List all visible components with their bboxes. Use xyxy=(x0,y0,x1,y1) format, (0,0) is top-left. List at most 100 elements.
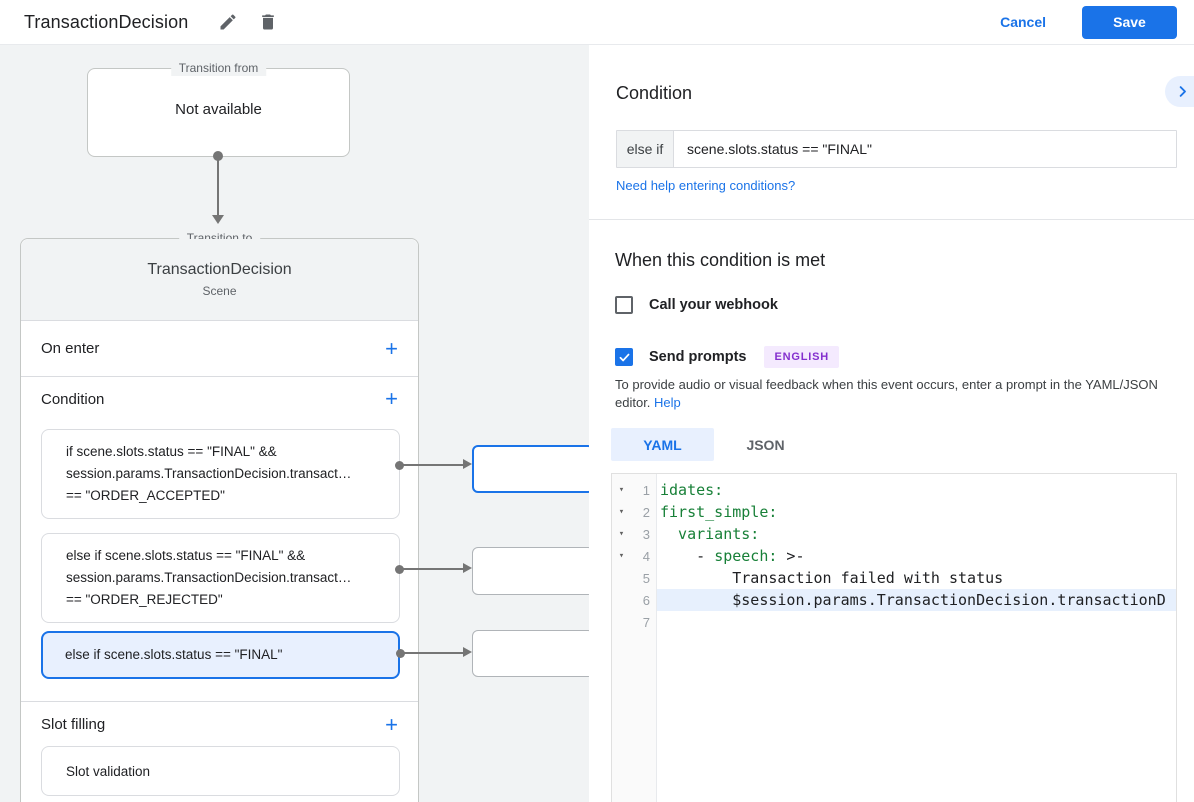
code-text[interactable]: first_simple: xyxy=(657,501,1176,523)
checkmark-icon xyxy=(619,353,629,361)
save-button[interactable]: Save xyxy=(1082,5,1177,39)
condition-card-1[interactable]: if scene.slots.status == "FINAL" && sess… xyxy=(41,429,400,519)
tab-yaml[interactable]: YAML xyxy=(611,428,714,461)
code-text[interactable]: variants: xyxy=(657,523,1176,545)
yaml-text: >- xyxy=(777,547,805,565)
connector-dot xyxy=(395,565,404,574)
code-line-7[interactable]: 7 xyxy=(612,611,1176,633)
on-enter-label: On enter xyxy=(41,340,100,357)
connector-line xyxy=(400,652,466,654)
condition-text-line: if scene.slots.status == "FINAL" && xyxy=(66,444,277,459)
arrow-down-icon xyxy=(212,215,224,224)
add-on-enter-button[interactable]: + xyxy=(385,335,398,361)
transition-from-value: Not available xyxy=(175,101,262,118)
transition-target-box-2[interactable] xyxy=(472,547,589,595)
condition-section-label: Condition xyxy=(41,390,105,408)
condition-input[interactable]: scene.slots.status == "FINAL" xyxy=(687,141,873,157)
condition-text-line: else if scene.slots.status == "FINAL" && xyxy=(66,548,306,563)
cancel-button[interactable]: Cancel xyxy=(1000,14,1046,30)
transition-from-box[interactable]: Transition from Not available xyxy=(87,61,350,157)
call-webhook-checkbox[interactable] xyxy=(615,296,633,314)
code-text[interactable]: $session.params.TransactionDecision.tran… xyxy=(657,589,1176,611)
add-slot-filling-button[interactable]: + xyxy=(385,711,398,737)
add-condition-button[interactable]: + xyxy=(385,386,398,411)
yaml-key: idates: xyxy=(660,481,724,499)
code-text[interactable]: Transaction failed with status xyxy=(657,567,1176,589)
chevron-right-icon xyxy=(1179,86,1186,97)
code-text[interactable]: - speech: >- xyxy=(657,545,1176,567)
code-line-6[interactable]: 6 $session.params.TransactionDecision.tr… xyxy=(612,589,1176,611)
yaml-text: Transaction failed with status xyxy=(660,569,1004,587)
transition-target-box-1[interactable] xyxy=(472,445,589,493)
condition-met-heading: When this condition is met xyxy=(615,250,826,270)
connector-dot xyxy=(396,649,405,658)
condition-card-3-selected[interactable]: else if scene.slots.status == "FINAL" xyxy=(41,631,400,679)
code-text[interactable] xyxy=(657,611,1176,633)
condition-help-link[interactable]: Need help entering conditions? xyxy=(616,178,796,193)
transition-target-box-3[interactable] xyxy=(472,630,589,677)
trash-icon xyxy=(262,14,275,30)
connector-line xyxy=(217,158,219,215)
editor-tabs: YAML JSON xyxy=(611,428,817,461)
fold-arrow-icon[interactable]: ▾ xyxy=(618,485,625,495)
panel-heading: Condition xyxy=(616,83,693,103)
send-prompts-row: Send prompts ENGLISH xyxy=(615,346,839,368)
tab-json[interactable]: JSON xyxy=(746,436,785,453)
arrow-right-icon xyxy=(463,563,472,573)
send-prompts-label: Send prompts xyxy=(649,349,747,365)
code-text[interactable]: idates: xyxy=(657,479,1176,501)
webhook-row: Call your webhook xyxy=(615,296,778,314)
scene-flow-canvas: Transition from Not available Transition… xyxy=(0,45,589,802)
transition-to-card: Transition to TransactionDecision Scene … xyxy=(20,231,419,802)
line-number: 2 xyxy=(642,504,650,520)
slot-validation-card[interactable]: Slot validation xyxy=(41,746,400,796)
prompt-description-text: To provide audio or visual feedback when… xyxy=(615,377,1158,410)
yaml-text: $session.params.TransactionDecision.tran… xyxy=(660,591,1166,609)
delete-scene-button[interactable] xyxy=(256,10,280,34)
condition-text-line: == "ORDER_REJECTED" xyxy=(66,592,223,607)
yaml-text: - xyxy=(660,547,715,565)
scene-header[interactable]: TransactionDecision Scene xyxy=(21,239,418,321)
yaml-key: first_simple: xyxy=(660,503,778,521)
fold-arrow-icon[interactable]: ▾ xyxy=(618,507,625,517)
condition-prefix-label: else if xyxy=(617,131,674,167)
line-number: 3 xyxy=(642,526,650,542)
yaml-key: speech: xyxy=(714,547,778,565)
code-line-4[interactable]: ▾ 4 - speech: >- xyxy=(612,545,1176,567)
top-app-bar: TransactionDecision Cancel Save xyxy=(0,0,1194,45)
connector-dot xyxy=(395,461,404,470)
help-link[interactable]: Help xyxy=(654,394,681,410)
page-title: TransactionDecision xyxy=(24,11,189,32)
fold-arrow-icon[interactable]: ▾ xyxy=(618,529,625,539)
edit-scene-button[interactable] xyxy=(216,10,240,34)
connector-line xyxy=(399,464,466,466)
connector-line xyxy=(399,568,466,570)
fold-arrow-icon[interactable]: ▾ xyxy=(618,551,625,561)
section-slot-filling: Slot filling + xyxy=(21,701,418,747)
line-number: 6 xyxy=(642,592,650,608)
line-number: 7 xyxy=(642,614,650,630)
line-number: 4 xyxy=(642,548,650,564)
arrow-right-icon xyxy=(463,459,472,469)
condition-text-line: session.params.TransactionDecision.trans… xyxy=(66,466,352,481)
code-line-2[interactable]: ▾ 2 first_simple: xyxy=(612,501,1176,523)
arrow-right-icon xyxy=(463,647,472,657)
send-prompts-checkbox[interactable] xyxy=(615,348,633,366)
section-on-enter: On enter + xyxy=(21,321,418,377)
slot-filling-label: Slot filling xyxy=(41,716,106,733)
pencil-icon xyxy=(220,14,236,30)
slot-validation-label: Slot validation xyxy=(66,763,151,779)
prompt-description: To provide audio or visual feedback when… xyxy=(615,376,1181,411)
collapse-panel-button[interactable] xyxy=(1165,76,1194,107)
connector-dot xyxy=(213,151,223,161)
call-webhook-label: Call your webhook xyxy=(649,297,778,313)
condition-card-2[interactable]: else if scene.slots.status == "FINAL" &&… xyxy=(41,533,400,623)
condition-text-line: else if scene.slots.status == "FINAL" xyxy=(65,647,283,662)
code-line-5[interactable]: 5 Transaction failed with status xyxy=(612,567,1176,589)
code-line-3[interactable]: ▾ 3 variants: xyxy=(612,523,1176,545)
condition-detail-panel: Condition else if scene.slots.status == … xyxy=(589,45,1194,802)
condition-expression-row: else if scene.slots.status == "FINAL" xyxy=(616,130,1177,168)
